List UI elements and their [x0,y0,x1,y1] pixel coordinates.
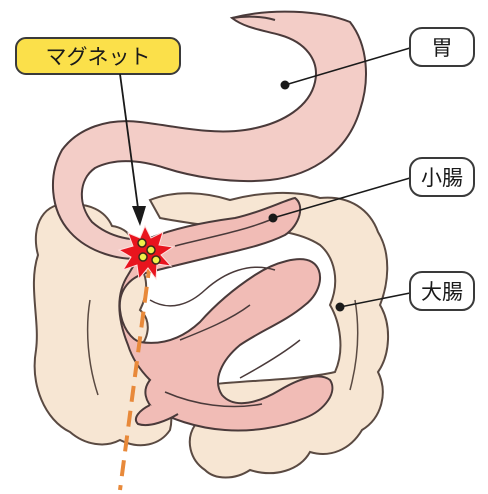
magnet-dot [138,239,146,247]
magnet-dot [147,246,155,254]
magnet-dot [152,256,160,264]
stomach-label: 胃 [432,36,453,60]
small-intestine-label: 小腸 [421,166,463,190]
magnet-callout-label: マグネット [46,45,151,69]
arrow-head-icon [132,206,146,226]
magnet-dot [139,253,147,261]
small-intestine-fold [240,340,300,378]
small-intestine-leader-dot [269,214,278,223]
large-intestine-label: 大腸 [421,280,463,304]
stomach-leader-dot [281,81,290,90]
large-intestine-leader-dot [336,303,345,312]
